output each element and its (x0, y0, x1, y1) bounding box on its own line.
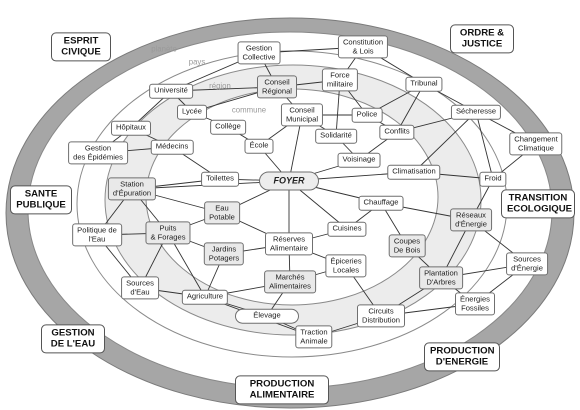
node-hopitaux: Hôpitaux (111, 120, 151, 136)
node-epiceries-locales: Épiceries Locales (325, 254, 367, 278)
domain-gestion-eau: GESTION DE L'EAU (41, 324, 105, 354)
node-eau-potable: Eau Potable (204, 201, 240, 225)
edge-secheresse-to-froid (475, 111, 494, 180)
node-energies-fossiles: Énergies Fossiles (455, 292, 495, 316)
node-gestion-epidemies: Gestion des Épidémies (68, 141, 128, 165)
node-conseil-regional: Conseil Régional (257, 75, 297, 99)
scale-label-planete: planète (151, 44, 177, 54)
node-elevage: Élevage (235, 308, 299, 324)
node-foyer: FOYER (259, 171, 319, 191)
node-voisinage: Voisinage (337, 152, 381, 168)
node-agriculture: Agriculture (181, 289, 229, 305)
node-traction-animale: Traction Animale (295, 325, 333, 349)
node-station-epuration: Station d'Épuration (107, 177, 157, 201)
domain-production-alimentaire: PRODUCTION ALIMENTAIRE (235, 375, 329, 405)
node-conflits: Conflits (379, 124, 415, 140)
node-force-militaire: Force militaire (321, 68, 359, 92)
node-secheresse: Sécheresse (450, 104, 502, 120)
node-solidarite: Solidarité (315, 128, 357, 144)
domain-ordre-justice: ORDRE & JUSTICE (450, 24, 514, 54)
node-constitution-lois: Constitution & Lois (337, 35, 389, 59)
node-coupes-bois: Coupes De Bois (388, 234, 426, 258)
node-climatisation: Climatisation (387, 164, 441, 180)
node-froid: Froid (479, 171, 507, 187)
scale-label-pays: pays (188, 57, 206, 67)
edge-tribunal-to-conflits (396, 83, 425, 133)
node-college: Collège (210, 119, 246, 135)
node-puits-forages: Puits & Forages (145, 221, 191, 245)
node-changement-climatique: Changement Climatique (509, 132, 563, 156)
edge-climatisation-to-secheresse (413, 111, 477, 173)
domain-production-energie: PRODUCTION D'ENERGIE (424, 342, 500, 372)
node-lycee: Lycée (177, 104, 207, 120)
node-police: Police (351, 107, 383, 123)
domain-sante-publique: SANTE PUBLIQUE (10, 185, 72, 215)
node-plantation-arbres: Plantation D'Arbres (419, 266, 463, 290)
node-reseaux-energie: Réseaux d'Énergie (450, 208, 492, 232)
node-sources-energie: Sources d'Énergie (506, 252, 548, 276)
node-tribunal: Tribunal (405, 76, 443, 92)
node-reserves-alimentaires: Réserves Alimentaire (265, 232, 313, 256)
node-jardins-potagers: Jardins Potagers (203, 242, 245, 266)
node-sources-eau: Sources d'Eau (121, 276, 159, 300)
domain-esprit-civique: ESPRIT CIVIQUE (51, 32, 111, 62)
node-conseil-municipal: Conseil Municipal (280, 103, 324, 127)
node-circuits-distribution: Circuits Distribution (357, 304, 405, 328)
node-universite: Université (149, 83, 193, 99)
node-marches-alimentaires: Marchés Alimentaires (264, 270, 316, 294)
node-cuisines: Cuisines (327, 221, 367, 237)
scale-label-commune: commune (231, 105, 267, 115)
node-ecole: École (244, 138, 274, 154)
node-toilettes: Toilettes (201, 171, 239, 187)
node-politique-eau: Politique de l'Eau (72, 223, 122, 247)
node-gestion-collective: Gestion Collective (237, 41, 281, 65)
scale-label-region: région (209, 81, 231, 91)
node-medecins: Médecins (150, 139, 194, 155)
node-chauffage: Chauffage (358, 195, 404, 211)
domain-transition-ecologique: TRANSITION ECOLOGIQUE (501, 189, 575, 219)
